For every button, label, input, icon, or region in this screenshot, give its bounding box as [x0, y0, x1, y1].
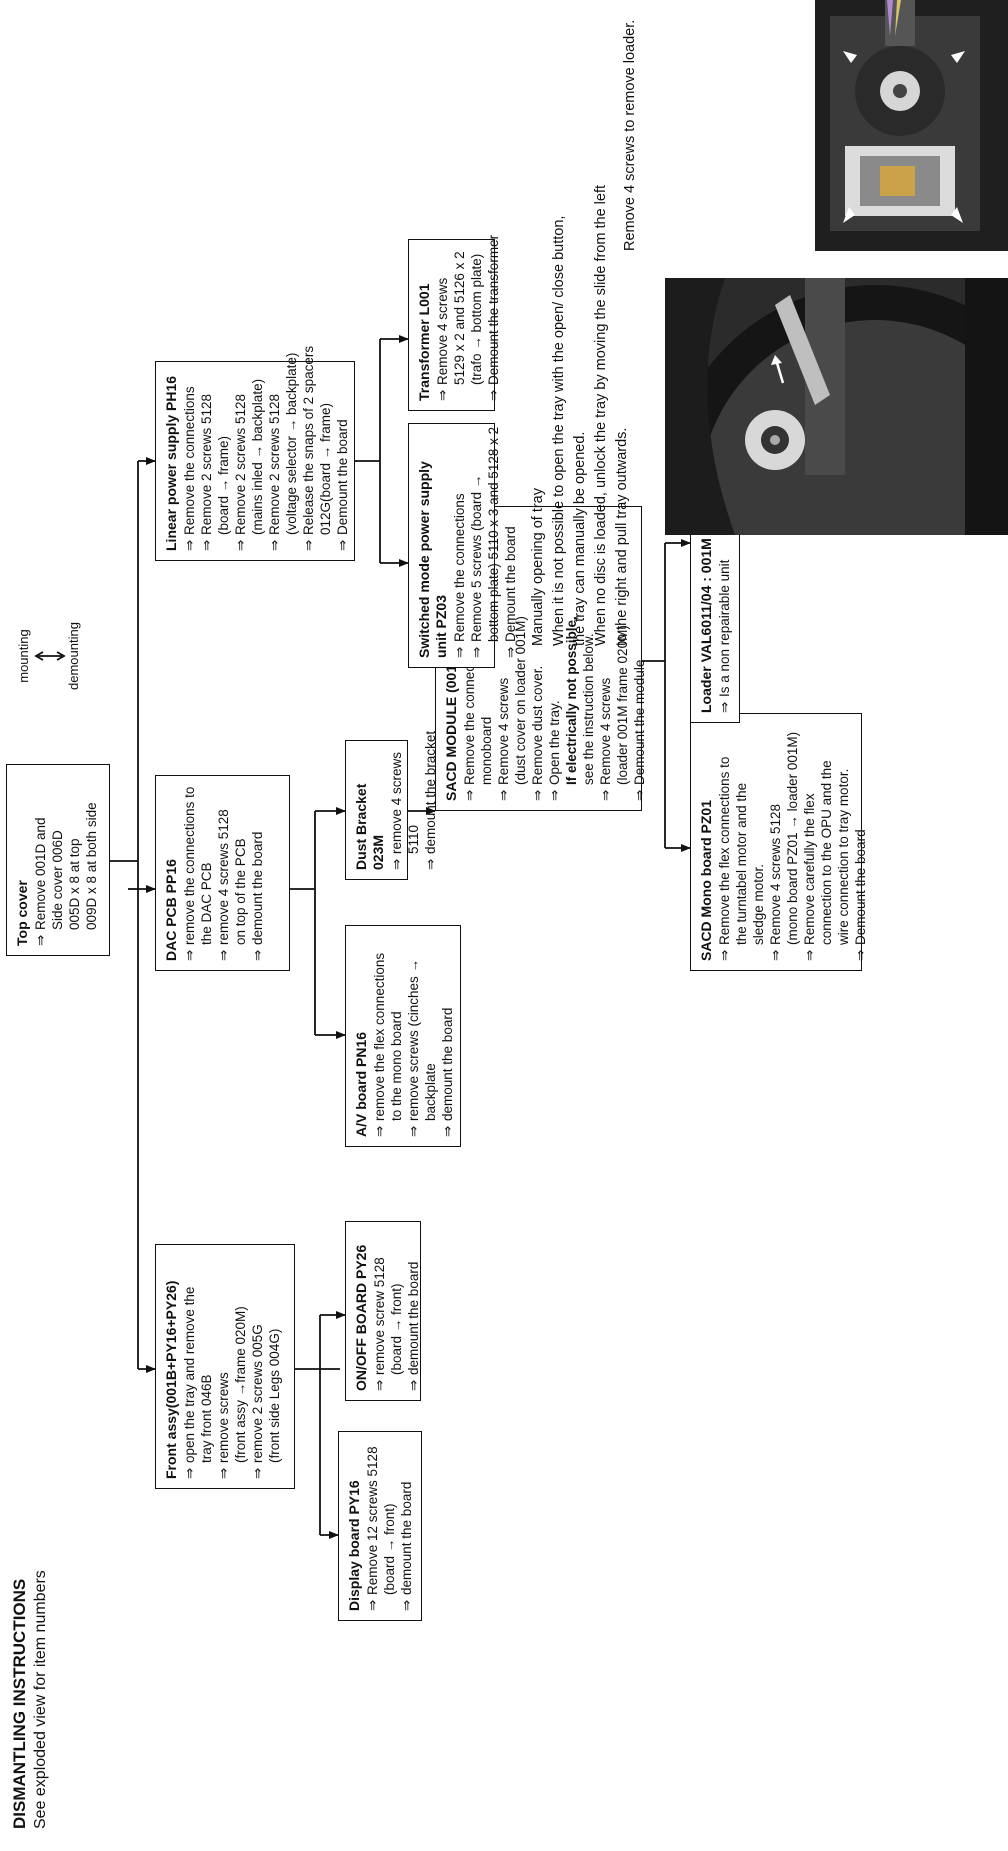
box-title: Linear power supply PH16 — [163, 375, 179, 551]
box-line: Demount the board — [502, 433, 519, 658]
box-line: 012G(board → frame) — [318, 402, 333, 535]
box-line: Remove 12 screws 5128 — [364, 1441, 381, 1611]
box-line: Remove 5 screws (board → — [468, 433, 485, 658]
box-line: demount the board — [439, 935, 456, 1137]
box-line: Is a non repairable unit — [716, 523, 733, 713]
box-line: Release the snaps of 2 spacers — [300, 346, 317, 551]
box-title: Loader VAL6011/04 : 001M — [698, 538, 714, 713]
box-line: remove screw 5128 — [371, 1231, 388, 1391]
box-line: (trafo → bottom plate) — [469, 253, 484, 385]
box-title: Dust Bracket 023M — [353, 783, 386, 870]
box-line: on top of the PCB — [233, 838, 248, 945]
box-title: DAC PCB PP16 — [163, 859, 179, 961]
box-line: (front assy →frame 020M) — [233, 1306, 248, 1463]
legend-demounting: demounting — [66, 622, 81, 690]
box-line: Demount the module — [631, 516, 648, 801]
box-line: remove screws (cinches → — [405, 935, 422, 1137]
box-line: demount the board — [405, 1231, 422, 1391]
box-title: Top cover — [14, 880, 30, 946]
box-onoff-board: ON/OFF BOARD PY26 remove screw 5128 (boa… — [345, 1221, 421, 1401]
loader-screws-photo — [815, 0, 1008, 251]
box-line: Demount the transformer — [485, 235, 502, 401]
box-line: demount the board — [398, 1441, 415, 1611]
box-line: Remove 4 screws — [434, 249, 451, 401]
box-line: remove 2 screws 005G — [249, 1254, 266, 1479]
box-line: (board → frame) — [216, 435, 231, 535]
box-title: Switched mode power supply unit PZ03 — [416, 461, 449, 658]
box-line: to the mono board — [389, 1011, 404, 1121]
box-title: A/V board PN16 — [353, 1031, 369, 1137]
box-line: 5110 — [406, 824, 421, 854]
loader-note: Remove 4 screws to remove loader. — [622, 19, 638, 251]
box-av-board: A/V board PN16 remove the flex connectio… — [345, 925, 461, 1147]
box-linear-power-supply: Linear power supply PH16 Remove the conn… — [155, 346, 355, 561]
box-line: (mono board PZ01 → loader 001M) — [785, 731, 800, 945]
box-sacd-mono-board: SACD Mono board PZ01 Remove the flex con… — [690, 713, 868, 971]
box-line: bottom plate) 5110 x 3 and 5128 x 2 — [486, 426, 501, 642]
box-line: Remove carefully the flex — [801, 723, 818, 961]
box-line: remove the flex connections — [371, 935, 388, 1137]
box-line: connection to the OPU and the — [819, 760, 834, 945]
box-line: backplate — [423, 1063, 438, 1121]
box-line: wire connection to tray motor. — [836, 768, 851, 945]
box-line: Remove 2 screws 5128 — [198, 371, 215, 551]
box-dust-bracket: Dust Bracket 023M remove 4 screws 5110 d… — [345, 731, 438, 880]
box-dac-pcb: DAC PCB PP16 remove the connections to t… — [155, 775, 290, 971]
box-transformer: Transformer L001 Remove 4 screws 5129 x … — [408, 235, 501, 411]
box-title: SACD Mono board PZ01 — [698, 799, 714, 961]
box-line: Remove 4 screws 5128 — [767, 723, 784, 961]
box-line: 005D x 8 at top — [67, 838, 82, 930]
box-line: remove the connections to — [181, 785, 198, 961]
box-line: (board → front) — [389, 1283, 404, 1375]
box-line: Remove 2 screws 5128 — [266, 371, 283, 551]
box-line: (board → front) — [382, 1503, 397, 1595]
tray-slide-photo — [665, 278, 1008, 535]
box-line: Demount the board — [334, 371, 351, 551]
note-line: the tray can manually be opened. — [572, 431, 588, 646]
box-line: the DAC PCB — [199, 862, 214, 945]
box-line: sledge motor. — [751, 863, 766, 945]
box-title: Front assy(001B+PY16+PY26) — [163, 1280, 179, 1479]
box-line: 5129 x 2 and 5126 x 2 — [452, 251, 467, 385]
box-smps: Switched mode power supply unit PZ03 Rem… — [408, 423, 518, 668]
note-line: Manually opening of tray — [530, 488, 546, 646]
box-loader: Loader VAL6011/04 : 001M Is a non repair… — [690, 513, 740, 723]
manual-opening-note: Manually opening of tray When it is not … — [528, 185, 633, 646]
legend-mounting: mounting — [16, 629, 31, 683]
box-line: Remove 2 screws 5128 — [232, 371, 249, 551]
box-line: (front side Legs 004G) — [267, 1328, 282, 1463]
box-line: remove 4 screws — [388, 750, 405, 870]
box-line: tray front 046B — [199, 1374, 214, 1463]
box-line: demount the board — [249, 785, 266, 961]
box-line: remove 4 screws 5128 — [215, 785, 232, 961]
box-front-assy: Front assy(001B+PY16+PY26) open the tray… — [155, 1244, 295, 1489]
box-line: Remove the connections — [451, 433, 468, 658]
box-line: Remove 001D and — [32, 774, 49, 946]
box-title: Display board PY16 — [346, 1480, 362, 1611]
box-line: Remove the flex connections to — [716, 723, 733, 961]
box-top-cover: Top cover Remove 001D and Side cover 006… — [6, 764, 110, 956]
box-line: (mains inled → backplate) — [250, 378, 265, 535]
box-title: Transformer L001 — [416, 283, 432, 402]
box-line: Remove the connections — [181, 371, 198, 551]
box-display-board: Display board PY16 Remove 12 screws 5128… — [338, 1431, 422, 1621]
box-line: 009D x 8 at both side — [84, 802, 99, 930]
box-line: open the tray and remove the — [181, 1254, 198, 1479]
note-line: When it is not possible to open the tray… — [551, 215, 567, 646]
box-line: Side cover 006D — [50, 830, 65, 930]
box-line: Demount the board — [852, 723, 869, 961]
box-line: remove screws — [215, 1254, 232, 1479]
box-line: (voltage selector → backplate) — [284, 352, 299, 535]
box-line: the turntabel motor and the — [734, 782, 749, 945]
box-title: ON/OFF BOARD PY26 — [353, 1244, 369, 1391]
note-line: to the right and pull tray outwards. — [614, 427, 630, 646]
note-line: When no disc is loaded, unlock the tray … — [593, 184, 609, 646]
